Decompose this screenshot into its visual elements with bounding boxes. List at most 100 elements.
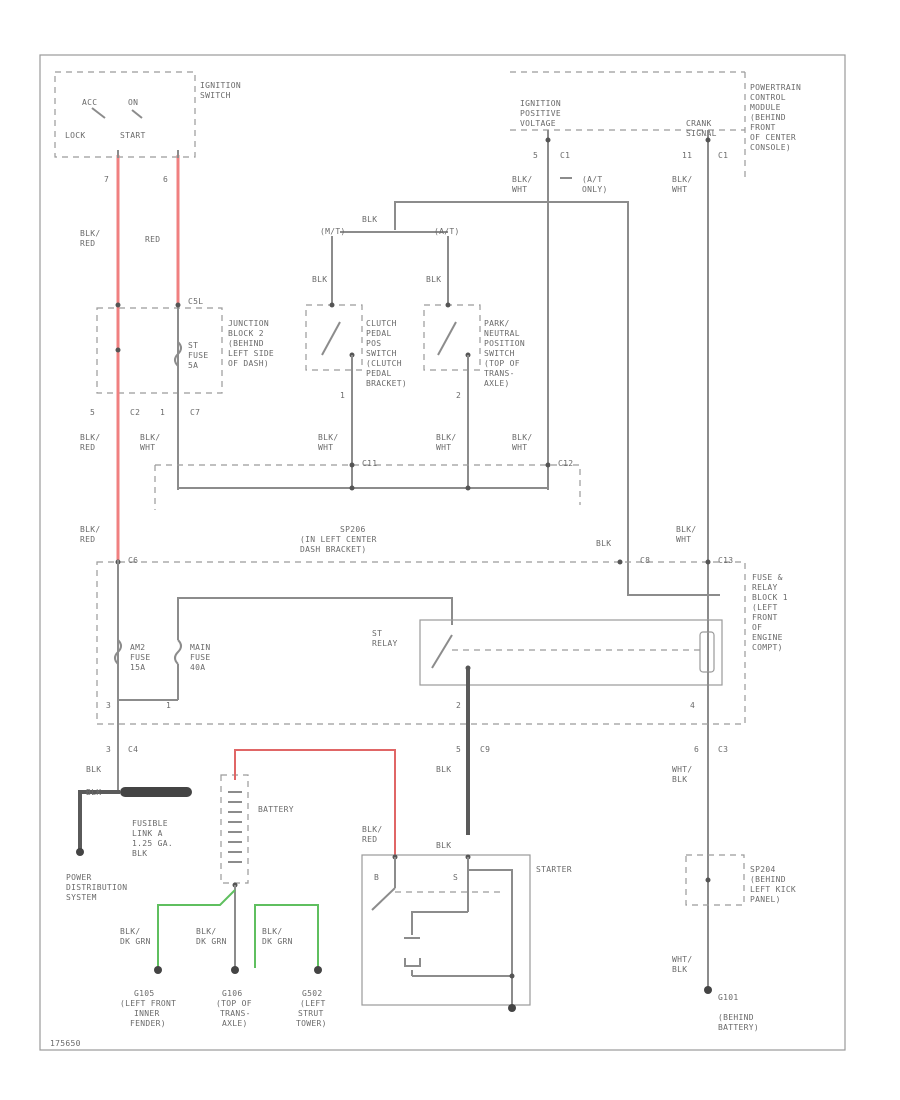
svg-text:(A/T: (A/T (582, 175, 602, 184)
conn-c1: C1 (560, 151, 570, 160)
fusible-link-wire (78, 790, 120, 850)
g106-ground-icon (231, 966, 239, 974)
svg-text:BLK/: BLK/ (436, 433, 456, 442)
wire-color-blk-wht-1: BLK/ WHT (140, 433, 160, 452)
ign-on-label: ON (128, 98, 138, 107)
starter-label: STARTER (536, 865, 572, 874)
svg-text:15A: 15A (130, 663, 145, 672)
mt-label: (M/T) (320, 227, 346, 236)
svg-text:POSITIVE: POSITIVE (520, 109, 561, 118)
ignition-switch-label: IGNITION SWITCH (200, 81, 241, 100)
svg-text:MODULE: MODULE (750, 103, 781, 112)
svg-text:(BEHIND: (BEHIND (718, 1013, 754, 1022)
wire-color-blk-dkgrn-1: BLK/ DK GRN (120, 927, 150, 946)
svg-text:POWERTRAIN: POWERTRAIN (750, 83, 801, 92)
svg-text:MAIN: MAIN (190, 643, 210, 652)
at-only-label: (A/T ONLY) (582, 175, 608, 194)
svg-text:WHT: WHT (676, 535, 691, 544)
svg-text:PEDAL: PEDAL (366, 329, 392, 338)
svg-text:PEDAL: PEDAL (366, 369, 392, 378)
svg-text:SWITCH: SWITCH (200, 91, 231, 100)
svg-text:SWITCH: SWITCH (366, 349, 397, 358)
g502-label: G502 (LEFT STRUT TOWER) (296, 989, 327, 1028)
g101-ground-icon (704, 986, 712, 994)
wire-color-red: RED (145, 235, 160, 244)
svg-text:(TOP OF: (TOP OF (484, 359, 520, 368)
svg-text:BATTERY): BATTERY) (718, 1023, 759, 1032)
svg-text:ENGINE: ENGINE (752, 633, 783, 642)
battery-ground-g105 (157, 889, 236, 968)
svg-text:(BEHIND: (BEHIND (750, 113, 786, 122)
svg-text:IGNITION: IGNITION (200, 81, 241, 90)
svg-text:BLK/: BLK/ (672, 175, 692, 184)
g105-ground-icon (154, 966, 162, 974)
svg-text:AM2: AM2 (130, 643, 145, 652)
svg-text:SP206: SP206 (340, 525, 366, 534)
svg-text:WHT: WHT (512, 185, 527, 194)
svg-text:(LEFT: (LEFT (752, 603, 778, 612)
svg-text:BLK/: BLK/ (80, 525, 100, 534)
wire-color-blk-red-3: BLK/ RED (80, 525, 100, 544)
svg-text:CONTROL: CONTROL (750, 93, 786, 102)
svg-text:WHT/: WHT/ (672, 765, 692, 774)
fusible-link-label: FUSIBLE LINK A 1.25 GA. BLK (132, 819, 173, 858)
wire-color-blk-wht-5: BLK/ WHT (676, 525, 696, 544)
svg-text:LEFT SIDE: LEFT SIDE (228, 349, 274, 358)
conn-c2: C2 (130, 408, 140, 417)
conn-c7: C7 (190, 408, 200, 417)
svg-text:BLK/: BLK/ (512, 175, 532, 184)
svg-text:RELAY: RELAY (372, 639, 398, 648)
svg-text:DK GRN: DK GRN (196, 937, 227, 946)
wire-color-blk-wht-pcm2: BLK/ WHT (672, 175, 692, 194)
am2-fuse-symbol (114, 639, 122, 665)
svg-text:BLK: BLK (672, 965, 687, 974)
svg-text:LEFT KICK: LEFT KICK (750, 885, 796, 894)
pin-6-c3: 6 (694, 745, 699, 754)
svg-text:BRACKET): BRACKET) (366, 379, 407, 388)
st-relay-label: ST RELAY (372, 629, 398, 648)
svg-text:AXLE): AXLE) (222, 1019, 248, 1028)
wire-color-blk-starter: BLK (436, 841, 451, 850)
svg-text:G101: G101 (718, 993, 738, 1002)
at-label: (A/T) (434, 227, 460, 236)
diagram-border (39, 54, 846, 1051)
svg-text:POWER: POWER (66, 873, 92, 882)
pin-3-c4: 3 (106, 745, 111, 754)
starter-s-terminal: S (453, 873, 458, 882)
svg-text:SYSTEM: SYSTEM (66, 893, 97, 902)
svg-text:TOWER): TOWER) (296, 1019, 327, 1028)
ignition-switch-box (54, 71, 196, 158)
svg-text:VOLTAGE: VOLTAGE (520, 119, 556, 128)
svg-text:JUNCTION: JUNCTION (228, 319, 269, 328)
wire-color-blk-top: BLK (362, 215, 377, 224)
clutch-switch-label: CLUTCH PEDAL POS SWITCH (CLUTCH PEDAL BR… (366, 319, 407, 388)
svg-text:ONLY): ONLY) (582, 185, 608, 194)
svg-text:SIGNAL: SIGNAL (686, 129, 717, 138)
svg-text:BLK/: BLK/ (512, 433, 532, 442)
sp204-box (685, 854, 745, 906)
st-fuse-label: ST FUSE 5A (188, 341, 208, 370)
svg-text:CLUTCH: CLUTCH (366, 319, 397, 328)
pin-4-relay: 4 (690, 701, 695, 710)
svg-text:OF: OF (752, 623, 762, 632)
svg-text:BLOCK 2: BLOCK 2 (228, 329, 264, 338)
svg-text:(LEFT: (LEFT (300, 999, 326, 1008)
wire-color-blk-dkgrn-2: BLK/ DK GRN (196, 927, 227, 946)
conn-c8: C8 (640, 556, 650, 565)
fuse-relay-block-1-box (96, 561, 746, 725)
wire-color-blk-c4: BLK (86, 765, 101, 774)
svg-text:BLK/: BLK/ (362, 825, 382, 834)
svg-text:FUSE: FUSE (190, 653, 210, 662)
starter-box (361, 854, 531, 1006)
conn-c5l: C5L (188, 297, 203, 306)
crank-signal-label: CRANK SIGNAL (686, 119, 717, 138)
g101-label: G101 (BEHIND BATTERY) (718, 993, 759, 1032)
svg-text:DASH BRACKET): DASH BRACKET) (300, 545, 367, 554)
svg-text:BLK/: BLK/ (80, 433, 100, 442)
wire-color-blk-sp206: BLK (596, 539, 611, 548)
svg-text:(TOP OF: (TOP OF (216, 999, 252, 1008)
wire-color-blk-wht-3: BLK/ WHT (436, 433, 456, 452)
svg-text:PANEL): PANEL) (750, 895, 781, 904)
